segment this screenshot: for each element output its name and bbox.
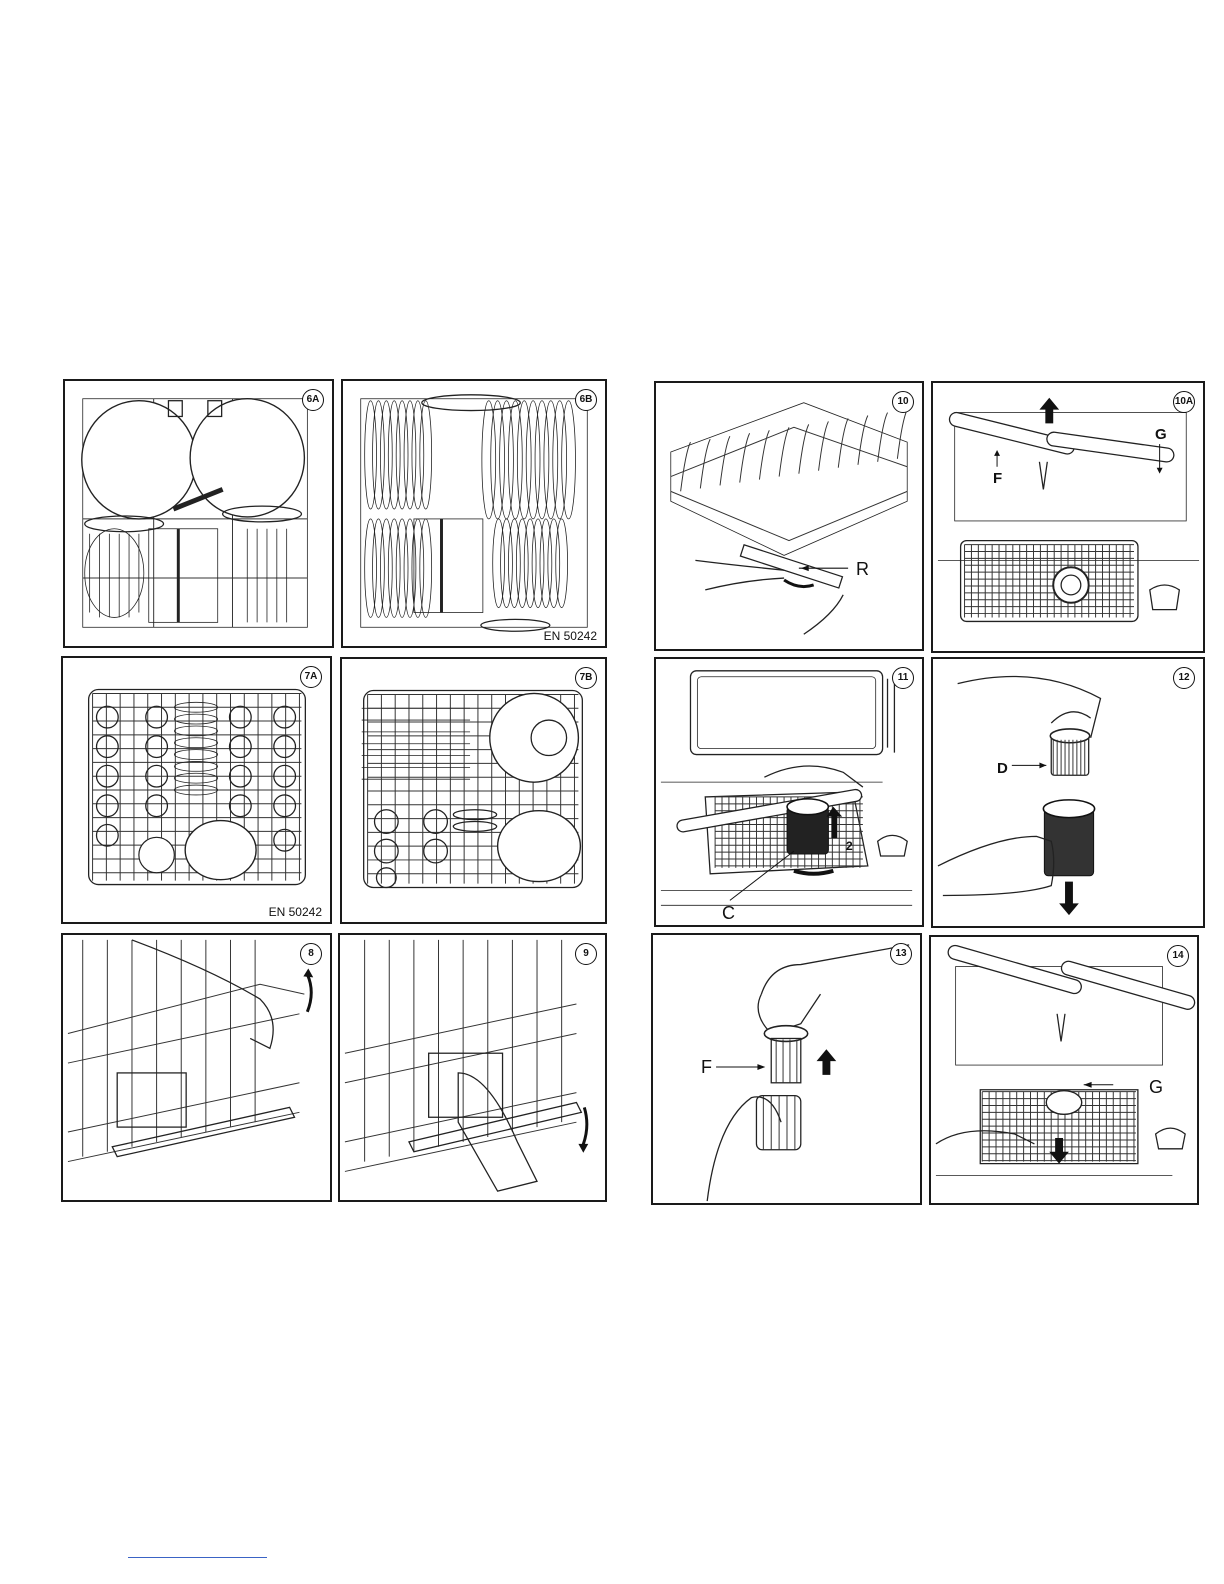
figure-12: 12 D <box>931 657 1205 928</box>
figure-badge: 7A <box>300 666 322 688</box>
figure-badge: 14 <box>1167 945 1189 967</box>
label-r: R <box>856 559 869 580</box>
figure-6b: 6B EN 50242 <box>341 379 607 648</box>
figure-14: 14 G <box>929 935 1199 1205</box>
label-c: C <box>722 903 735 924</box>
figure-7b: 7B <box>340 657 607 924</box>
upper-rack-spray-arm-illustration <box>656 383 922 649</box>
label-g: G <box>1155 426 1167 443</box>
upper-rack-cups-illustration <box>63 658 330 922</box>
figure-11: 11 C 2 <box>654 657 924 927</box>
standard-code: EN 50242 <box>544 629 597 643</box>
figure-badge: 9 <box>575 943 597 965</box>
figure-6a: 6A <box>63 379 334 648</box>
upper-rack-bowls-illustration <box>342 659 605 922</box>
figure-badge: 6B <box>575 389 597 411</box>
figure-9: 9 <box>338 933 607 1202</box>
figure-badge: 11 <box>892 667 914 689</box>
lower-rack-pots-illustration <box>65 381 332 646</box>
label-f: F <box>701 1057 712 1078</box>
figure-7a: 7A EN 50242 <box>61 656 332 924</box>
lower-rack-plates-illustration <box>343 381 605 646</box>
figure-13: 13 F <box>651 933 922 1205</box>
figure-badge: 12 <box>1173 667 1195 689</box>
figure-badge: 7B <box>575 667 597 689</box>
figure-badge: 8 <box>300 943 322 965</box>
filter-unlock-illustration <box>656 659 922 925</box>
figure-8: 8 <box>61 933 332 1202</box>
figure-badge: 10 <box>892 391 914 413</box>
standard-code: EN 50242 <box>269 905 322 919</box>
figure-10a: 10A F G <box>931 381 1205 653</box>
spray-arm-removal-illustration <box>933 383 1203 651</box>
figure-badge: 10A <box>1173 391 1195 413</box>
rack-adjust-down-illustration <box>340 935 605 1200</box>
mesh-filter-removal-illustration <box>931 937 1197 1203</box>
label-2: 2 <box>846 839 853 853</box>
rack-adjust-up-illustration <box>63 935 330 1200</box>
label-f: F <box>993 470 1002 487</box>
footer-line <box>128 1557 267 1558</box>
filter-separation-illustration <box>933 659 1203 926</box>
figure-badge: 13 <box>890 943 912 965</box>
figure-badge: 6A <box>302 389 324 411</box>
label-d: D <box>997 760 1008 777</box>
figure-10: 10 R <box>654 381 924 651</box>
coarse-filter-removal-illustration <box>653 935 920 1203</box>
label-g: G <box>1149 1077 1163 1098</box>
